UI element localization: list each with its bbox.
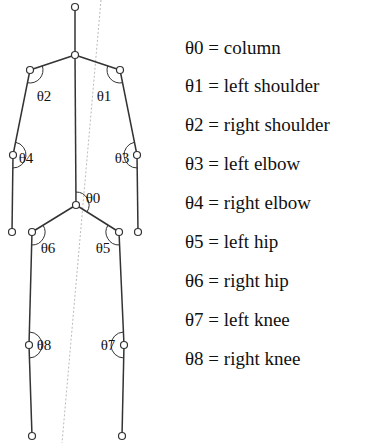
bone-line bbox=[75, 55, 76, 205]
angle-key-text: θ1 = left shoulder bbox=[185, 76, 319, 95]
bone-line bbox=[75, 55, 120, 70]
angle-key-text: θ0 = column bbox=[185, 38, 281, 57]
angle-key-text: θ6 = right hip bbox=[185, 271, 289, 290]
joint-circle bbox=[73, 202, 80, 209]
joint-circle bbox=[135, 229, 142, 236]
joint-circle bbox=[119, 433, 126, 440]
bone-line bbox=[74, 7, 76, 55]
bone-line bbox=[76, 205, 119, 232]
bone-line bbox=[30, 55, 75, 70]
angle-key-text: θ5 = left hip bbox=[185, 232, 278, 251]
joint-circle bbox=[27, 67, 34, 74]
angle-key-text: θ4 = right elbow bbox=[185, 193, 311, 212]
bone-line bbox=[137, 155, 138, 232]
angle-arc bbox=[107, 66, 123, 83]
bone-line bbox=[32, 205, 76, 232]
bone-line bbox=[29, 232, 32, 345]
angle-key-text: θ3 = left elbow bbox=[185, 154, 300, 173]
joint-circle bbox=[26, 342, 33, 349]
angle-label: θ1 bbox=[97, 89, 112, 104]
joint-circle bbox=[72, 52, 79, 59]
angle-label: θ4 bbox=[19, 151, 34, 166]
joint-circle bbox=[9, 229, 16, 236]
bone-line bbox=[119, 232, 124, 345]
joint-circle bbox=[29, 229, 36, 236]
bone-line bbox=[12, 155, 13, 232]
joint-circle bbox=[117, 67, 124, 74]
joint-circle bbox=[116, 229, 123, 236]
joint-circle bbox=[10, 152, 17, 159]
angle-label: θ6 bbox=[41, 241, 56, 256]
angle-label: θ3 bbox=[115, 151, 130, 166]
joint-circle bbox=[29, 433, 36, 440]
angle-label: θ7 bbox=[101, 338, 116, 353]
angle-label: θ8 bbox=[37, 338, 52, 353]
angle-key-text: θ2 = right shoulder bbox=[185, 115, 330, 134]
joint-circle bbox=[72, 4, 79, 11]
angle-key-text: θ8 = right knee bbox=[185, 349, 300, 368]
joint-circle bbox=[121, 342, 128, 349]
joint-circle bbox=[134, 152, 141, 159]
body-axis-line bbox=[62, 0, 101, 443]
bone-line bbox=[29, 345, 32, 436]
angle-label: θ2 bbox=[37, 89, 52, 104]
angle-key-text: θ7 = left knee bbox=[185, 310, 290, 329]
bone-line bbox=[13, 70, 30, 155]
angle-arc bbox=[27, 66, 43, 83]
angle-label: θ0 bbox=[86, 191, 101, 206]
angle-label: θ5 bbox=[96, 241, 111, 256]
bone-line bbox=[122, 345, 124, 436]
